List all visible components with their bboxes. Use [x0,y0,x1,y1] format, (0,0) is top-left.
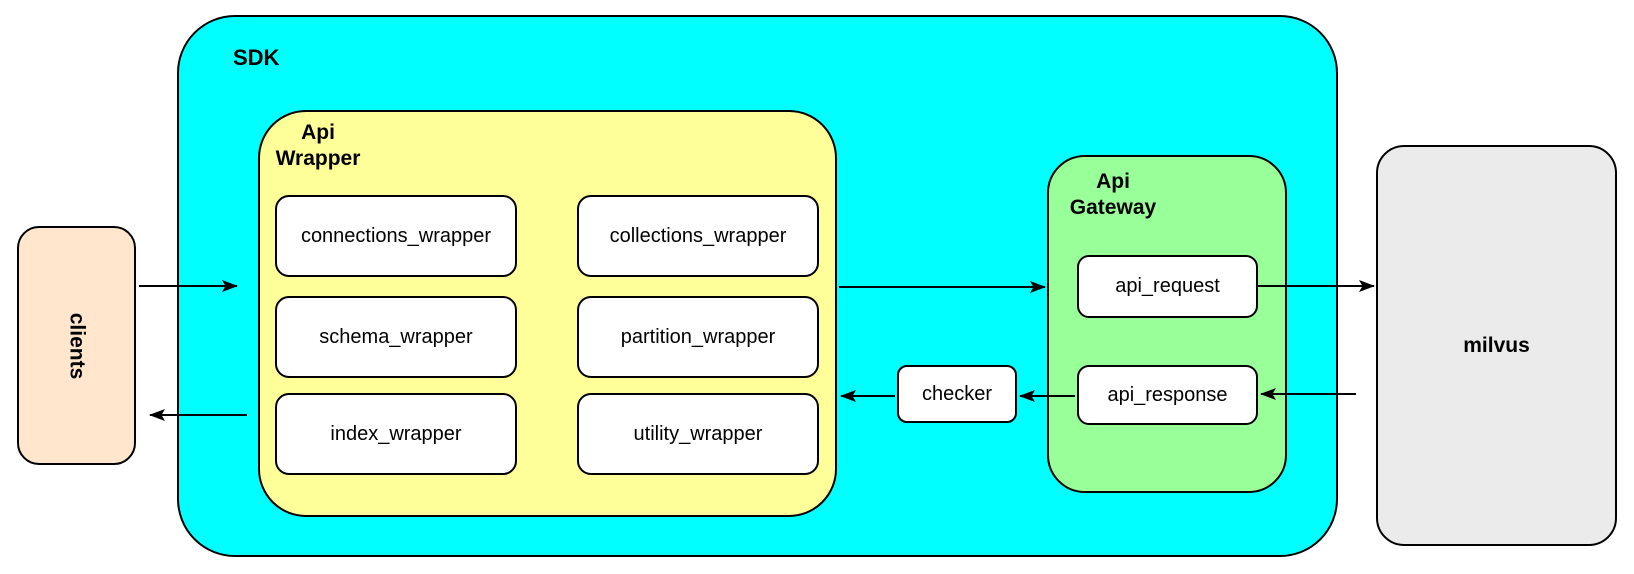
module-partition-wrapper: partition_wrapper [577,296,819,378]
module-label: index_wrapper [330,422,462,445]
module-label: utility_wrapper [633,422,763,445]
module-label: collections_wrapper [609,224,787,247]
sdk-label: SDK [233,45,280,70]
milvus-node: milvus [1376,145,1617,546]
api-response-node: api_response [1077,365,1258,425]
module-collections-wrapper: collections_wrapper [577,195,819,277]
milvus-label: milvus [1463,333,1530,357]
module-utility-wrapper: utility_wrapper [577,393,819,475]
clients-label: clients [65,312,89,379]
module-label: schema_wrapper [319,325,473,348]
module-label: partition_wrapper [620,325,776,348]
module-schema-wrapper: schema_wrapper [275,296,517,378]
sdk-container: SDK Api Wrapper connections_wrapper coll… [177,15,1338,557]
api-response-label: api_response [1107,383,1228,406]
api-request-node: api_request [1077,255,1258,318]
api-request-label: api_request [1115,275,1220,297]
api-wrapper-label: Api Wrapper [275,121,361,170]
module-connections-wrapper: connections_wrapper [275,195,517,277]
checker-node: checker [897,365,1017,423]
checker-label: checker [921,382,993,405]
api-gateway-container: Api Gateway api_request api_response [1047,155,1287,493]
module-index-wrapper: index_wrapper [275,393,517,475]
module-label: connections_wrapper [300,224,492,247]
clients-node: clients [17,226,136,465]
api-wrapper-container: Api Wrapper connections_wrapper collecti… [258,110,837,517]
api-gateway-label: Api Gateway [1069,170,1157,219]
